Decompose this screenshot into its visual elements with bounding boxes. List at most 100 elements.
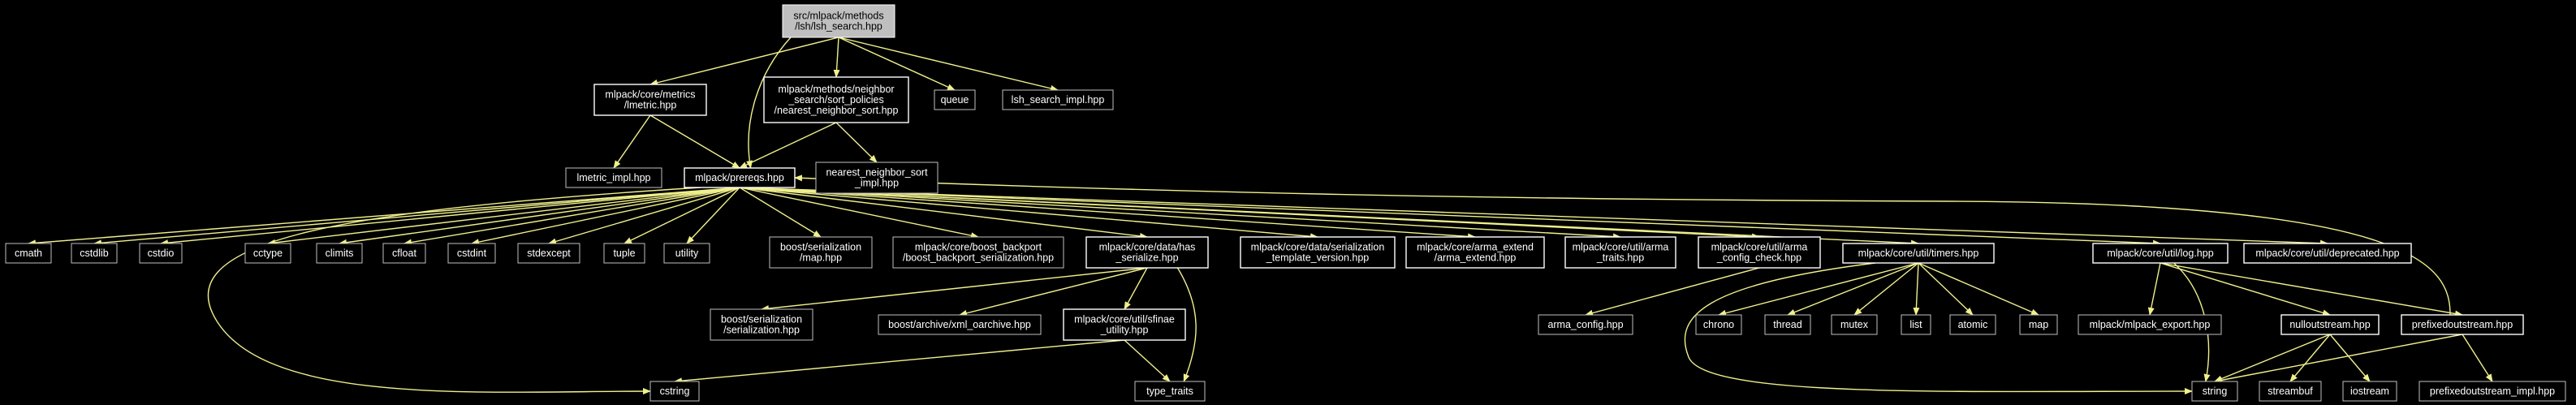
edge-log-to-nulloutstream (2160, 262, 2331, 317)
node-box (1842, 243, 1995, 264)
node-box (382, 243, 426, 264)
node-label-line: cstdlib (80, 248, 108, 259)
node-climits: climits (316, 243, 363, 264)
node-log[interactable]: mlpack/core/util/log.hpp (2092, 243, 2229, 264)
edge-root-to-prereqs (746, 37, 792, 169)
node-atomic: atomic (1949, 314, 1996, 335)
node-queue: queue (934, 89, 976, 110)
node-box (517, 243, 580, 264)
node-box (139, 243, 183, 264)
node-label-line: chrono (1703, 319, 1734, 330)
node-nns[interactable]: mlpack/methods/neighbor_search/sort_poli… (763, 76, 909, 123)
edge-prereqs-to-stdexcept (548, 187, 740, 245)
node-label-line: thread (1773, 319, 1801, 330)
node-label-line: mlpack/core/util/arma (1573, 242, 1669, 253)
node-label-line: list (1909, 319, 1922, 330)
node-label-line: arma_config.hpp (1547, 319, 1623, 330)
edge-prereqs-to-ser-map (739, 187, 822, 238)
node-box (593, 84, 707, 116)
node-lsh-impl: lsh_search_impl.hpp (1002, 89, 1114, 110)
node-timers[interactable]: mlpack/core/util/timers.hpp (1842, 243, 1995, 264)
node-cfloat: cfloat (382, 243, 426, 264)
node-label-line: mlpack/prereqs.hpp (695, 172, 784, 183)
edge-prereqs-to-cfloat (403, 187, 740, 246)
node-label-line: cmath (15, 248, 42, 259)
edge-nns-to-prereqs (739, 122, 837, 169)
node-box (603, 243, 645, 264)
edge-timers-to-thread (1787, 262, 1919, 316)
edge-prereqs-to-ser-template (739, 187, 1318, 240)
node-box (649, 381, 700, 402)
node-label-line: cstring (660, 386, 690, 397)
node-box (2280, 314, 2380, 335)
node-mutex: mutex (1831, 314, 1878, 335)
node-box (71, 243, 118, 264)
node-label-line: _config_check.hpp (1716, 252, 1801, 264)
node-arma-config-check[interactable]: mlpack/core/util/arma_config_check.hpp (1698, 236, 1821, 269)
node-sfinae[interactable]: mlpack/core/util/sfinae_utility.hpp (1063, 308, 1186, 341)
node-arma-traits[interactable]: mlpack/core/util/arma_traits.hpp (1564, 236, 1676, 269)
node-label-line: /lsh/lsh_search.hpp (795, 21, 882, 32)
node-box (782, 4, 895, 38)
edge-sfinae-to-type-traits (1124, 339, 1171, 382)
edge-lmetric-to-prereqs (649, 114, 740, 169)
node-label-line: mlpack/core/util/deprecated.hpp (2255, 248, 2399, 259)
node-label-line: mlpack/core/data/serialization (1251, 242, 1385, 253)
node-label-line: /serialization.hpp (723, 325, 800, 336)
edge-prereqs-to-cstdio (160, 187, 740, 247)
node-string: string (2191, 381, 2238, 402)
node-label-line: cstdint (457, 248, 487, 259)
node-has-serialize[interactable]: mlpack/core/data/has_serialize.hpp (1085, 236, 1209, 269)
node-ser-map: boost/serialization/map.hpp (769, 236, 873, 269)
node-box (1564, 236, 1676, 269)
node-layer: src/mlpack/methods/lsh/lsh_search.hppmlp… (5, 4, 2566, 402)
node-box (1063, 308, 1186, 341)
node-box (316, 243, 363, 264)
node-label-line: mlpack/core/util/arma (1711, 242, 1808, 253)
node-mlpack-export: mlpack/mlpack_export.hpp (2078, 314, 2222, 335)
node-box (1901, 314, 1931, 335)
node-nulloutstream[interactable]: nulloutstream.hpp (2280, 314, 2380, 335)
node-box (2243, 243, 2412, 264)
node-prereqs[interactable]: mlpack/prereqs.hpp (684, 167, 796, 188)
edge-prereqs-to-has-serialize (739, 187, 1148, 239)
node-stdexcept: stdexcept (517, 243, 580, 264)
node-cstring: cstring (649, 381, 700, 402)
edge-layer (28, 37, 2493, 395)
node-arma-config: arma_config.hpp (1538, 314, 1633, 335)
node-box (1831, 314, 1878, 335)
node-box (1698, 236, 1821, 269)
edge-timers-to-mutex (1853, 262, 1919, 316)
node-serialization: boost/serialization/serialization.hpp (710, 308, 813, 341)
node-iostream: iostream (2342, 381, 2397, 402)
node-label-line: iostream (2350, 386, 2389, 397)
node-box (2092, 243, 2229, 264)
node-label-line: mlpack/core/util/timers.hpp (1858, 248, 1979, 259)
node-lmetric[interactable]: mlpack/core/metrics/lmetric.hpp (593, 84, 707, 116)
edge-log-to-mlpack-export (2147, 262, 2161, 316)
node-label-line: climits (326, 248, 354, 259)
edge-prereqs-to-arma-traits (739, 187, 1621, 240)
node-arma-extend[interactable]: mlpack/core/arma_extend/arma_extend.hpp (1405, 236, 1545, 269)
node-label-line: mlpack/core/metrics (605, 89, 695, 101)
node-box (663, 243, 710, 264)
node-box (1538, 314, 1633, 335)
edge-prefixedoutstream-to-string (2214, 334, 2463, 384)
node-label-line: src/mlpack/methods (793, 11, 883, 22)
node-root[interactable]: src/mlpack/methods/lsh/lsh_search.hpp (782, 4, 895, 38)
node-prefixed-impl: prefixedoutstream_impl.hpp (2419, 381, 2566, 402)
node-label-line: streambuf (2267, 386, 2313, 397)
node-map: map (2019, 314, 2058, 335)
node-label-line: map (2029, 319, 2048, 330)
edge-prereqs-to-timers (739, 187, 1919, 247)
edge-has-serialize-to-type-traits (1176, 267, 1197, 382)
node-ser-template[interactable]: mlpack/core/data/serialization_template_… (1240, 236, 1396, 269)
node-boost-backport: mlpack/core/boost_backport/boost_backpor… (892, 236, 1064, 269)
node-box (1002, 89, 1114, 110)
edge-nulloutstream-to-iostream (2329, 334, 2371, 382)
edge-prereqs-to-cctype (267, 187, 740, 246)
node-label-line: mutex (1840, 319, 1869, 330)
node-prefixedoutstream[interactable]: prefixedoutstream.hpp (2401, 314, 2524, 335)
edge-prefixedoutstream-to-prefixed-impl (2462, 334, 2493, 382)
node-deprecated[interactable]: mlpack/core/util/deprecated.hpp (2243, 243, 2412, 264)
